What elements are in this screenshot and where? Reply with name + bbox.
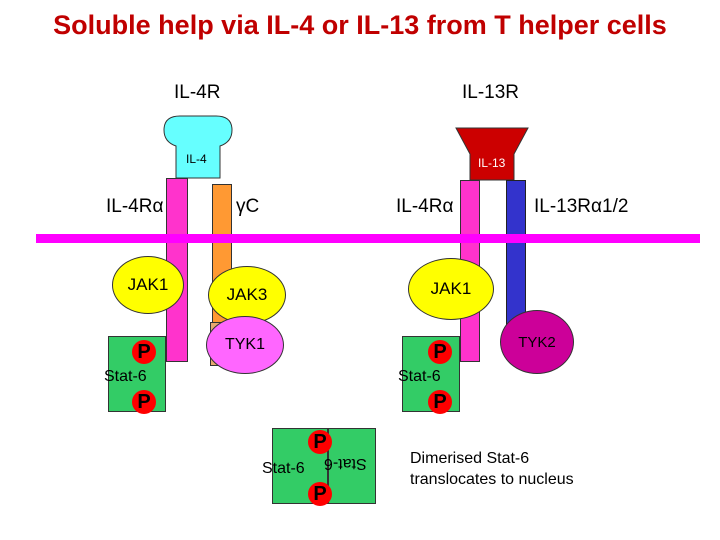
caption-line2: translocates to nucleus bbox=[410, 471, 574, 488]
tyk1: TYK1 bbox=[206, 316, 284, 374]
phosphate-left-upper: P bbox=[132, 340, 156, 364]
il13-ligand-shape bbox=[455, 127, 529, 181]
il13r-label: IL-13R bbox=[462, 82, 520, 103]
stat6-left-label: Stat-6 bbox=[104, 368, 147, 385]
phosphate-dimer-lower: P bbox=[308, 482, 332, 506]
stat6-dimer-right-box bbox=[328, 428, 376, 504]
phosphate-right-lower: P bbox=[428, 390, 452, 414]
il4ra-left-label: IL-4Rα bbox=[106, 196, 164, 217]
jak3: JAK3 bbox=[208, 266, 286, 324]
tyk2: TYK2 bbox=[500, 310, 574, 374]
il4ra-right-label: IL-4Rα bbox=[396, 196, 454, 217]
phosphate-dimer-upper: P bbox=[308, 430, 332, 454]
jak1-right: JAK1 bbox=[408, 258, 494, 320]
il4-ligand-shape bbox=[163, 115, 233, 179]
il13ra-label: IL-13Rα1/2 bbox=[534, 196, 629, 217]
page-title: Soluble help via IL-4 or IL-13 from T he… bbox=[53, 10, 667, 40]
il13-ligand-label: IL-13 bbox=[478, 156, 506, 170]
phosphate-right-upper: P bbox=[428, 340, 452, 364]
caption-line1: Dimerised Stat-6 bbox=[410, 450, 530, 467]
gamma-c-label: γC bbox=[236, 196, 260, 217]
il4-ligand-label: IL-4 bbox=[186, 152, 207, 166]
stat6-dimer-label-flipped-text: Stat-6 bbox=[324, 455, 367, 472]
il13ra-chain bbox=[506, 180, 526, 328]
stat6-dimer-label-flipped: Stat-6 bbox=[324, 454, 367, 472]
phosphate-left-lower: P bbox=[132, 390, 156, 414]
cell-membrane bbox=[36, 234, 700, 243]
jak1-left: JAK1 bbox=[112, 256, 184, 314]
stat6-right-label: Stat-6 bbox=[398, 368, 441, 385]
il4r-label: IL-4R bbox=[174, 82, 221, 103]
stat6-dimer-label: Stat-6 bbox=[262, 460, 305, 477]
